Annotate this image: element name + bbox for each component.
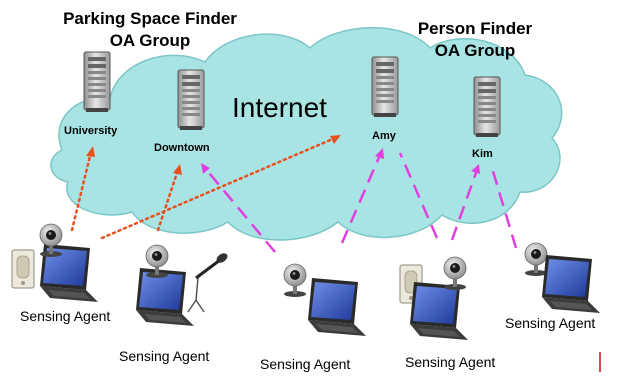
laptop-icon	[410, 282, 468, 340]
link-agent5-kim	[490, 167, 518, 249]
person-group-line2: OA Group	[434, 41, 516, 60]
sensing-agent-label-1: Sensing Agent	[20, 308, 111, 324]
webcam-icon	[283, 263, 307, 298]
sensing-agent-label-4: Sensing Agent	[405, 354, 496, 370]
downtown-server-icon	[177, 69, 205, 131]
link-agent2-downtown	[156, 168, 180, 232]
parking-group-line2: OA Group	[109, 31, 191, 50]
webcam-icon	[39, 223, 63, 258]
arrowhead-amy-magenta	[375, 148, 384, 159]
arrowhead-downtown-orange	[173, 164, 182, 175]
arrowhead-amy-orange	[330, 135, 341, 144]
amy-label: Amy	[372, 130, 396, 142]
amy-server-icon	[371, 56, 399, 118]
link-agent1-amy	[100, 136, 337, 240]
link-agent4-amy	[398, 152, 439, 239]
arrowhead-university	[86, 146, 95, 157]
university-label: University	[64, 125, 118, 137]
link-agent3-downtown	[204, 167, 276, 253]
webcam-icon	[145, 244, 169, 279]
arrowhead-kim-magenta	[471, 164, 480, 174]
sensing-agent-label-3: Sensing Agent	[260, 356, 351, 372]
kim-server-icon	[473, 76, 501, 138]
sensing-agent-label-5: Sensing Agent	[505, 315, 596, 331]
person-group-title: Person Finder OA Group	[390, 18, 560, 62]
kim-label: Kim	[472, 148, 493, 160]
internet-label: Internet	[232, 92, 327, 123]
arrowhead-downtown-magenta	[201, 163, 210, 174]
motion-sensor-icon	[11, 249, 35, 289]
laptop-icon	[542, 255, 600, 313]
laptop-icon	[308, 278, 366, 336]
parking-group-line1: Parking Space Finder	[63, 9, 237, 28]
downtown-label: Downtown	[154, 142, 210, 154]
link-agent4-kim	[450, 169, 479, 241]
webcam-icon	[524, 242, 548, 277]
university-server-icon	[83, 51, 111, 113]
parking-group-title: Parking Space Finder OA Group	[30, 8, 270, 52]
person-group-line1: Person Finder	[417, 19, 533, 38]
link-agent1-university	[70, 150, 93, 232]
link-agent3-amy	[340, 154, 382, 244]
microphone-icon	[187, 253, 228, 313]
sensing-agent-label-2: Sensing Agent	[119, 348, 210, 364]
webcam-icon	[443, 256, 467, 291]
